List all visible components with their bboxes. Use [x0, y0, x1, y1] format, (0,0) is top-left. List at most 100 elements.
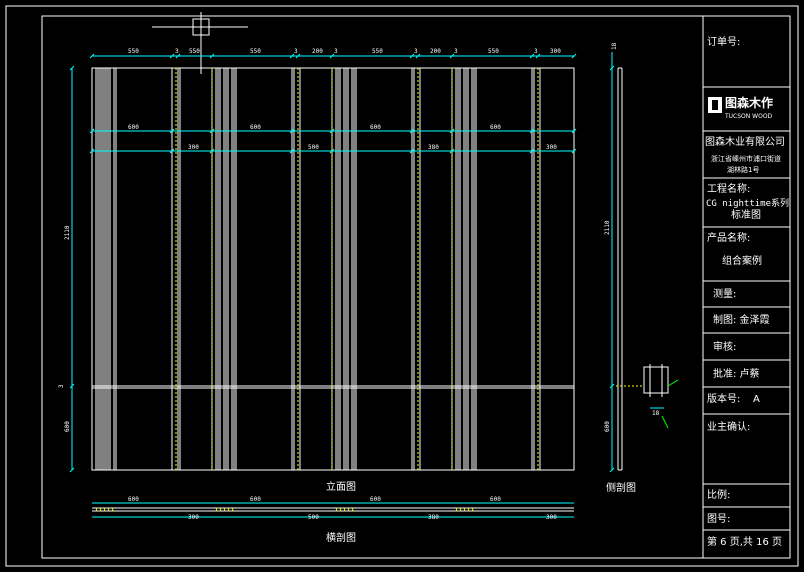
dim-tick — [529, 53, 535, 59]
cross-mark — [347, 507, 350, 512]
dim-tick — [289, 148, 295, 154]
dim-text-top: 3 — [294, 48, 298, 55]
cross-mark — [455, 507, 458, 512]
dim-text-cross-lower: 380 — [428, 514, 439, 521]
dim-text-top: 550 — [128, 48, 139, 55]
dim-text-left-upper: 2110 — [64, 225, 71, 240]
dim-text-left-mid: 3 — [58, 384, 65, 388]
project-name-2: 标准图 — [731, 210, 761, 221]
dim-tick — [571, 148, 577, 154]
cross-mark — [219, 507, 222, 512]
dim-tick — [209, 128, 215, 134]
crosshair-cursor — [152, 12, 248, 74]
product-label: 产品名称: — [707, 233, 751, 244]
company-address-2: 湖林路1号 — [727, 166, 760, 174]
cross-mark — [335, 507, 338, 512]
measure-label: 测量: — [713, 289, 737, 300]
dim-text-side-upper: 2110 — [604, 220, 611, 235]
dim-text-top: 3 — [175, 48, 179, 55]
dim-tick — [449, 128, 455, 134]
dim-text-top: 300 — [550, 48, 561, 55]
cross-mark — [339, 507, 342, 512]
dim-tick — [329, 53, 335, 59]
cross-mark — [107, 507, 110, 512]
cross-mark — [95, 507, 98, 512]
dim-tick — [409, 128, 415, 134]
elevation-outline — [91, 67, 575, 471]
side-section-label: 侧剖图 — [606, 483, 636, 494]
cross-section-label: 横剖图 — [326, 533, 356, 544]
dim-tick — [289, 53, 295, 59]
company-address-1: 浙江省嵊州市浦口街道 — [711, 155, 781, 163]
dim-tick — [209, 148, 215, 154]
cross-section-view — [92, 507, 574, 512]
cross-mark — [227, 507, 230, 512]
dim-tick — [169, 53, 175, 59]
order-no-label: 订单号: — [707, 37, 741, 48]
dim-tick — [529, 148, 535, 154]
dim-text-top: 550 — [250, 48, 261, 55]
sheet-border — [5, 5, 799, 567]
cross-mark — [111, 507, 114, 512]
scale-label: 比例: — [707, 490, 731, 501]
dim-text-top: 200 — [430, 48, 441, 55]
dim-text-cross-upper: 600 — [128, 496, 139, 503]
dim-text-mid-upper: 600 — [250, 124, 261, 131]
dim-tick — [175, 53, 181, 59]
tucson-logo-icon — [708, 97, 722, 113]
dim-text-cross-lower: 300 — [188, 514, 199, 521]
dim-tick — [329, 128, 335, 134]
dim-tick — [415, 53, 421, 59]
dim-text-detail: 18 — [652, 410, 660, 417]
dim-text-top: 3 — [334, 48, 338, 55]
dim-text-mid-lower: 300 — [188, 144, 199, 151]
dim-tick — [571, 128, 577, 134]
project-name-1: CG nighttime系列 — [706, 199, 790, 209]
product-name: 组合案例 — [722, 256, 762, 267]
project-label: 工程名称: — [707, 184, 751, 195]
page-info: 第 6 页,共 16 页 — [707, 537, 782, 548]
dim-text-mid-lower: 500 — [308, 144, 319, 151]
side-section-view — [617, 67, 623, 471]
dim-tick — [609, 467, 615, 473]
panel-lines — [95, 68, 541, 470]
dim-text-top: 200 — [312, 48, 323, 55]
drawing-frame — [41, 15, 791, 559]
dim-text-mid-lower: 380 — [428, 144, 439, 151]
title-block-rows — [703, 86, 790, 531]
dim-tick — [329, 148, 335, 154]
dim-text-mid-lower: 300 — [546, 144, 557, 151]
owner-confirm: 业主确认: — [707, 422, 751, 433]
dim-text-side-lower: 600 — [604, 421, 611, 432]
dim-text-cross-upper: 600 — [370, 496, 381, 503]
cross-section-marks — [95, 507, 474, 512]
dim-text-cross-upper: 600 — [490, 496, 501, 503]
approved-by: 批准: 卢蔡 — [713, 369, 760, 380]
cross-mark — [343, 507, 346, 512]
cross-mark — [223, 507, 226, 512]
company-name: 图森木业有限公司 — [705, 137, 785, 148]
dim-tick — [295, 53, 301, 59]
dim-text-top: 3 — [534, 48, 538, 55]
logo-text: 图森木作 — [725, 96, 774, 110]
dim-tick — [69, 467, 75, 473]
accent-lines — [175, 68, 539, 470]
dim-text-mid-upper: 600 — [370, 124, 381, 131]
dim-tick — [609, 383, 615, 389]
dim-tick — [209, 53, 215, 59]
version-value: A — [753, 394, 760, 405]
dim-tick — [289, 128, 295, 134]
elevation-view — [91, 67, 575, 471]
dim-text-top: 550 — [372, 48, 383, 55]
dim-tick — [529, 128, 535, 134]
dim-text-cross-lower: 500 — [308, 514, 319, 521]
drawing-no-label: 图号: — [707, 514, 731, 525]
cross-mark — [467, 507, 470, 512]
cross-mark — [231, 507, 234, 512]
dim-text-side-top: 18 — [611, 42, 618, 50]
dim-tick — [409, 53, 415, 59]
dim-tick — [535, 53, 541, 59]
